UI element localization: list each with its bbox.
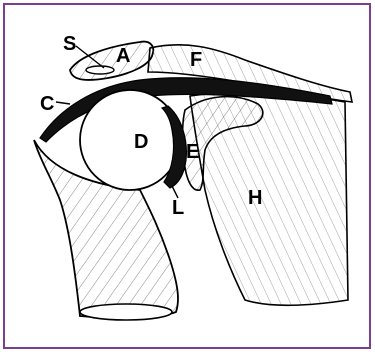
humeral-head [80,90,180,190]
label-f: F [190,49,202,71]
label-l: L [172,197,184,219]
label-h: H [248,187,262,209]
bursa-pocket [86,66,114,74]
label-e: E [186,141,199,163]
leader-c [56,102,70,104]
acromion [70,42,153,80]
label-s: S [63,33,76,55]
label-c: C [40,93,54,115]
humerus-cut-end [80,304,172,320]
label-a: A [116,45,130,67]
label-d: D [134,131,148,153]
